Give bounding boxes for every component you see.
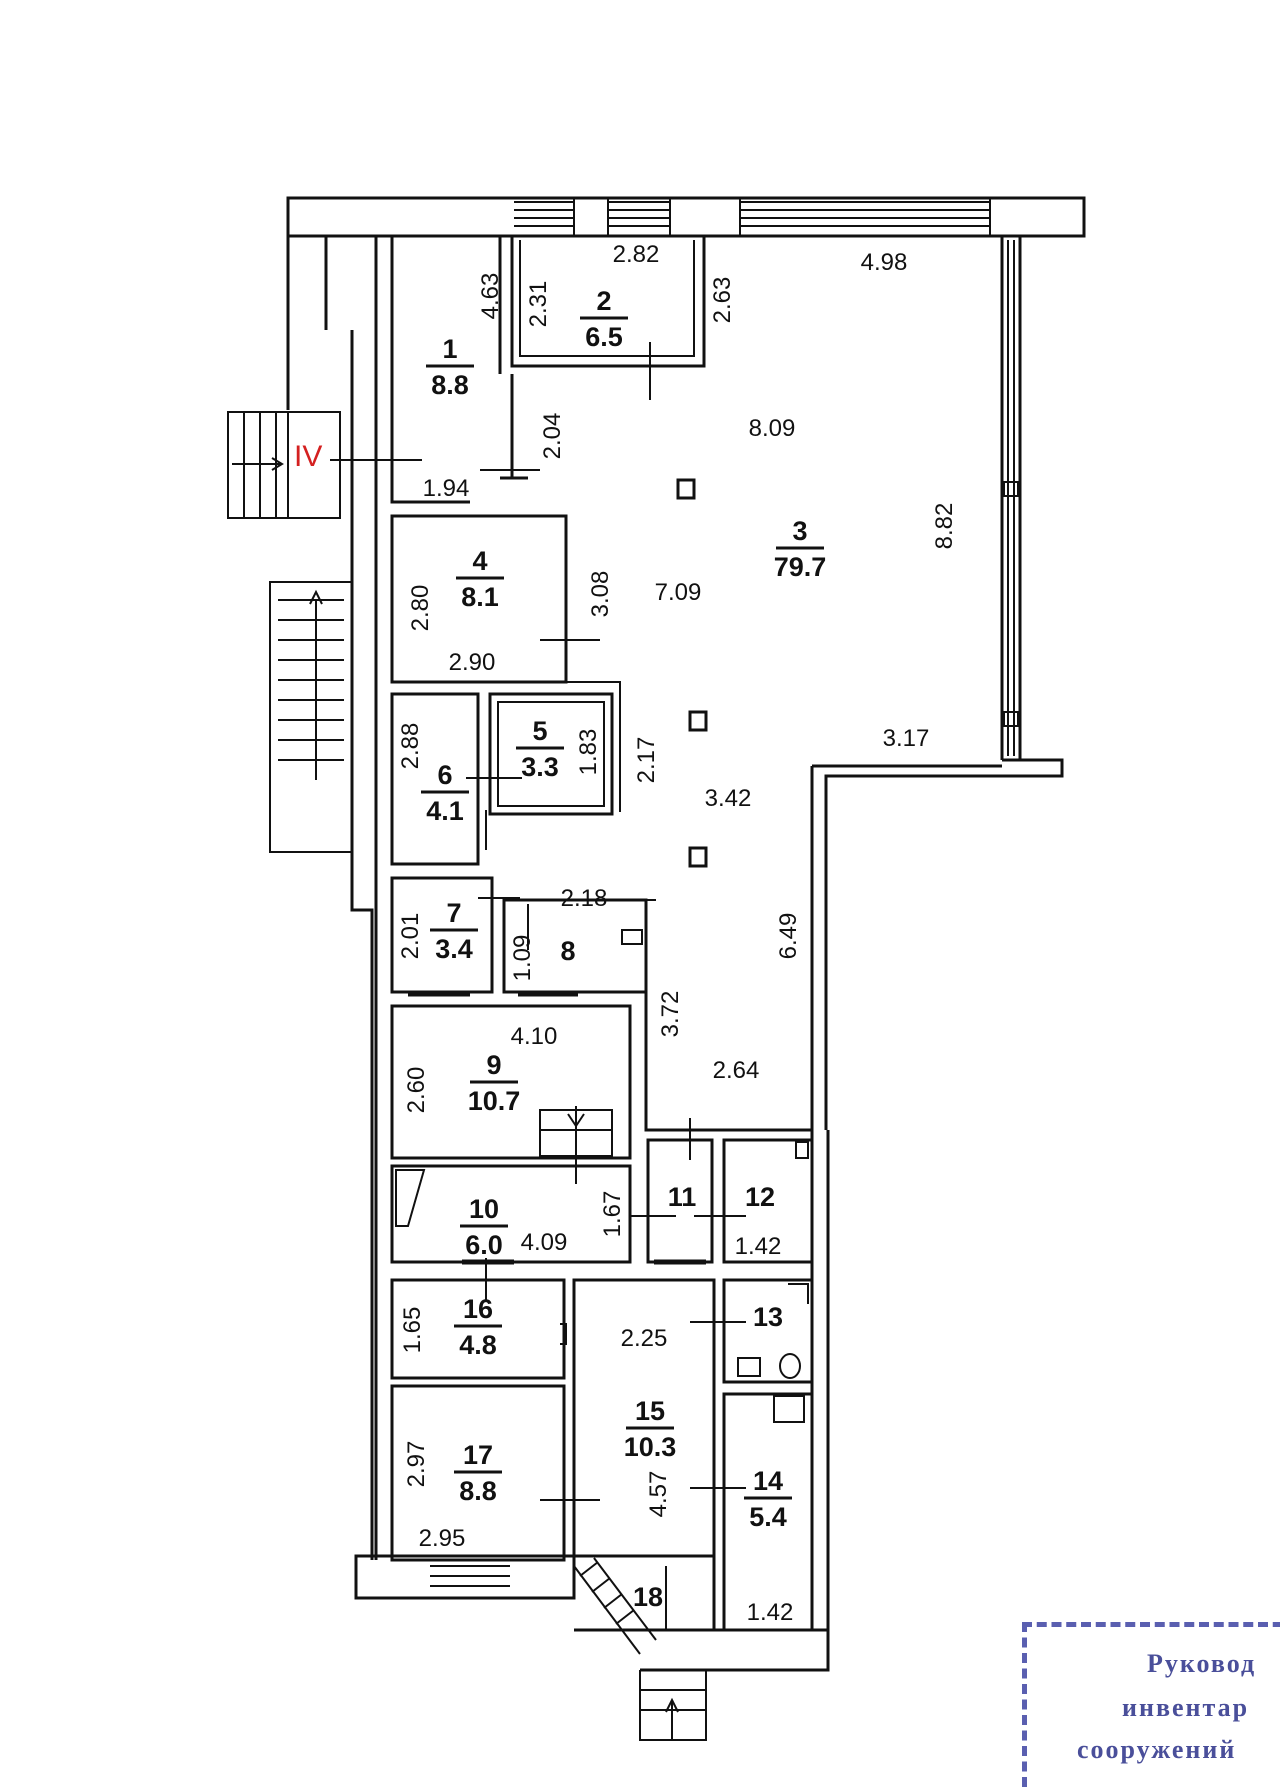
room-number: 16 (463, 1294, 493, 1324)
room-18: 18 (633, 1582, 663, 1612)
dimension-label: 8.82 (931, 503, 958, 550)
dimension-label: 4.63 (477, 273, 504, 320)
room-number: 12 (745, 1182, 775, 1212)
dimension-label: 2.82 (613, 241, 660, 268)
dimension-label: 3.42 (705, 785, 752, 812)
room-number: 15 (635, 1396, 665, 1426)
room-9: 910.7 (468, 1050, 521, 1116)
room-number: 11 (668, 1182, 697, 1212)
room-4: 48.1 (456, 546, 504, 612)
room-number: 8 (560, 936, 575, 966)
room-6: 64.1 (421, 760, 469, 826)
room-3: 379.7 (774, 516, 827, 582)
room-number: 3 (792, 516, 807, 546)
dimension-label: 4.57 (645, 1471, 672, 1518)
dimension-label: 2.95 (419, 1525, 466, 1552)
dimension-label: 3.17 (883, 725, 930, 752)
dimension-label: 1.67 (599, 1191, 626, 1238)
room-14: 145.4 (744, 1466, 792, 1532)
dimension-label: 2.88 (397, 723, 424, 770)
room-walls (390, 236, 814, 1741)
room-area: 8.8 (459, 1476, 497, 1506)
room-7: 73.4 (430, 898, 478, 964)
entrance-label: IV (294, 440, 322, 473)
room-17: 178.8 (454, 1440, 502, 1506)
dimension-label: 6.49 (775, 913, 802, 960)
dimension-label: 2.31 (525, 281, 552, 328)
dimension-label: 1.42 (735, 1233, 782, 1260)
entrance-stairs-upper (227, 411, 341, 519)
room-15: 15 10.3 (624, 1396, 677, 1462)
dimension-label: 1.83 (575, 729, 602, 776)
room-11: 11 (668, 1182, 697, 1212)
room-area: 5.4 (749, 1502, 787, 1532)
room-number: 4 (472, 546, 487, 576)
room-area: 3.4 (435, 934, 473, 964)
room-area: 10.3 (624, 1432, 677, 1462)
room-area: 4.1 (426, 796, 464, 826)
dimension-label: 7.09 (655, 579, 702, 606)
room-area: 79.7 (774, 552, 827, 582)
room-13: 13 (753, 1302, 783, 1332)
dimension-label: 2.63 (709, 277, 736, 324)
room-area: 6.0 (465, 1230, 503, 1260)
stamp-line-1: Руковод (1147, 1649, 1257, 1678)
room-area: 4.8 (459, 1330, 497, 1360)
dimension-label: 4.98 (861, 249, 908, 276)
stamp-line-2: инвентар (1122, 1693, 1250, 1722)
room-1: 18.8 (426, 334, 474, 400)
room-number: 2 (596, 286, 611, 316)
room-number: 13 (753, 1302, 783, 1332)
room-area: 3.3 (521, 752, 559, 782)
room-2: 26.5 (580, 286, 628, 352)
entrance-stairs-lower (269, 581, 353, 853)
room-area: 10.7 (468, 1086, 521, 1116)
room-12: 12 (745, 1182, 775, 1212)
dimension-label: 2.01 (397, 913, 424, 960)
dimension-label: 2.04 (539, 413, 566, 460)
room-area: 8.8 (431, 370, 469, 400)
dimension-label: 3.72 (657, 991, 684, 1038)
dimension-label: 3.08 (587, 571, 614, 618)
dimension-label: 2.90 (449, 649, 496, 676)
room-number: 14 (753, 1466, 783, 1496)
inventory-stamp: Руковод инвентар сооружений (1022, 1622, 1280, 1787)
room-16: 164.8 (454, 1294, 502, 1360)
dimension-label: 2.64 (713, 1057, 760, 1084)
dimension-label: 2.97 (403, 1441, 430, 1488)
dimension-label: 1.42 (747, 1599, 794, 1626)
dimension-label: 8.09 (749, 415, 796, 442)
dimension-label: 2.60 (403, 1067, 430, 1114)
room-10: 106.0 (460, 1194, 508, 1260)
room-number: 9 (486, 1050, 501, 1080)
dimension-label: 1.94 (423, 475, 470, 502)
room-number: 1 (442, 334, 457, 364)
room-area: 8.1 (461, 582, 499, 612)
dimension-label: 2.17 (633, 737, 660, 784)
door-ticks (330, 342, 746, 1630)
dimension-label: 1.65 (399, 1307, 426, 1354)
dimension-label: 2.25 (621, 1325, 668, 1352)
stamp-line-3: сооружений (1077, 1735, 1237, 1764)
dimension-label: 2.80 (407, 585, 434, 632)
room-area: 6.5 (585, 322, 623, 352)
dimension-label: 4.10 (511, 1023, 558, 1050)
dimension-label: 1.09 (509, 935, 536, 982)
room-number: 6 (437, 760, 452, 790)
room-number: 18 (633, 1582, 663, 1612)
room-number: 7 (446, 898, 461, 928)
dimension-label: 2.18 (561, 885, 608, 912)
room-number: 5 (532, 716, 547, 746)
dimension-label: 4.09 (521, 1229, 568, 1256)
room-number: 17 (463, 1440, 493, 1470)
room-5: 53.3 (516, 716, 564, 782)
room-8: 8 (560, 936, 575, 966)
room-number: 10 (469, 1194, 499, 1224)
